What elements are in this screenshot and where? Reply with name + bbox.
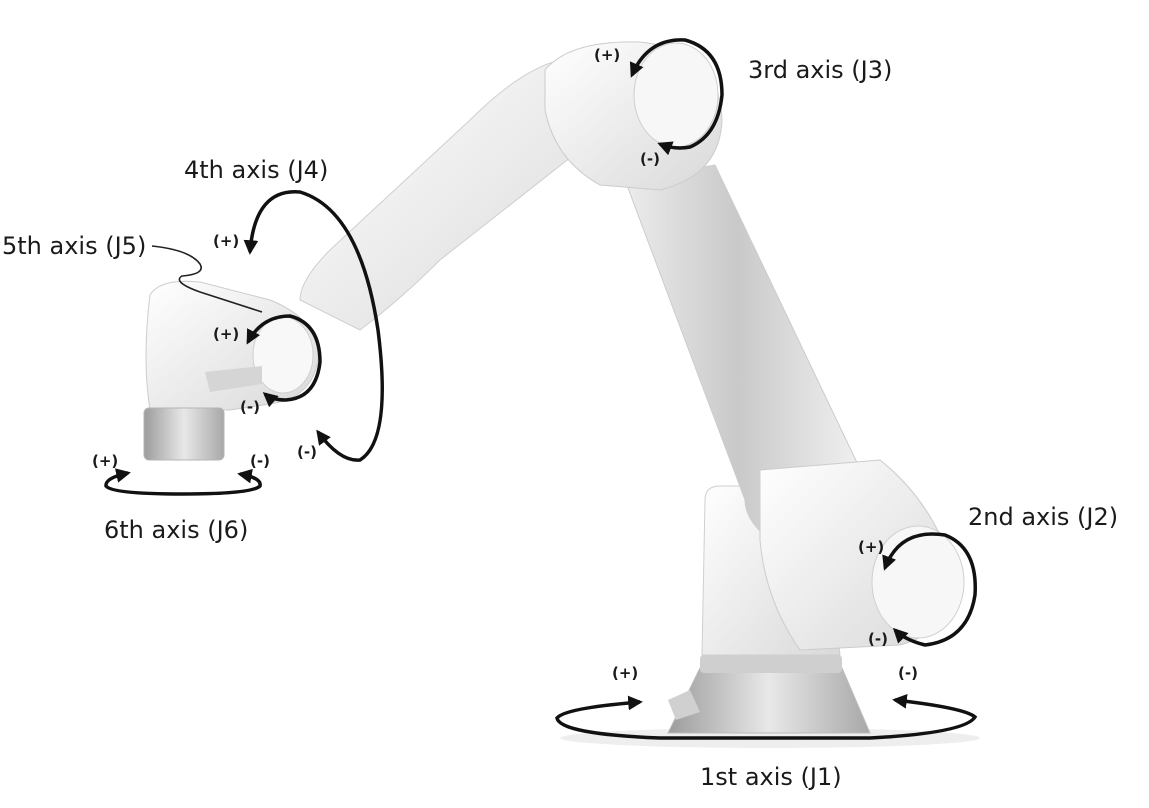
base-flange — [667, 667, 871, 734]
j4-minus-sign: (-) — [297, 443, 317, 461]
j6-arrow — [104, 468, 262, 496]
j1-arrow-plus — [555, 695, 661, 740]
tool-flange — [143, 407, 225, 461]
j3-minus-sign: (-) — [640, 150, 660, 168]
j5-plus-sign: (+) — [213, 325, 240, 343]
j6-minus-sign: (-) — [250, 452, 270, 470]
j4-axis-label: 4th axis (J4) — [184, 156, 329, 184]
j3-cap — [633, 42, 719, 148]
j2-axis-label: 2nd axis (J2) — [968, 503, 1119, 531]
j1-rotation — [555, 694, 978, 740]
j5-leader-line — [151, 245, 263, 313]
j4-plus-sign: (+) — [213, 232, 240, 250]
j6-rotation — [104, 468, 262, 496]
j3-axis-label: 3rd axis (J3) — [748, 56, 893, 84]
j5-axis-label: 5th axis (J5) — [2, 232, 147, 260]
j3-arrow — [629, 38, 724, 156]
j1-plus-sign: (+) — [612, 664, 639, 682]
j4-rotation — [243, 190, 384, 462]
j2-rotation — [882, 532, 977, 647]
j6-axis-label: 6th axis (J6) — [104, 516, 249, 544]
j1-axis-label: 1st axis (J1) — [700, 763, 842, 791]
j1-arrow-minus — [869, 694, 978, 740]
j2-plus-sign: (+) — [858, 538, 885, 556]
j5-rotation — [151, 245, 322, 408]
j2-minus-sign: (-) — [868, 630, 888, 648]
j2-arrow — [882, 532, 977, 647]
base-ring — [700, 655, 842, 673]
j2-cap — [871, 525, 965, 639]
j4-arrow — [243, 190, 384, 462]
j3-rotation — [629, 38, 724, 156]
j1-minus-sign: (-) — [898, 664, 918, 682]
j3-plus-sign: (+) — [594, 46, 621, 64]
j6-plus-sign: (+) — [92, 452, 119, 470]
base-connector — [668, 690, 700, 720]
j5-minus-sign: (-) — [240, 398, 260, 416]
j5-arrow — [246, 314, 322, 408]
